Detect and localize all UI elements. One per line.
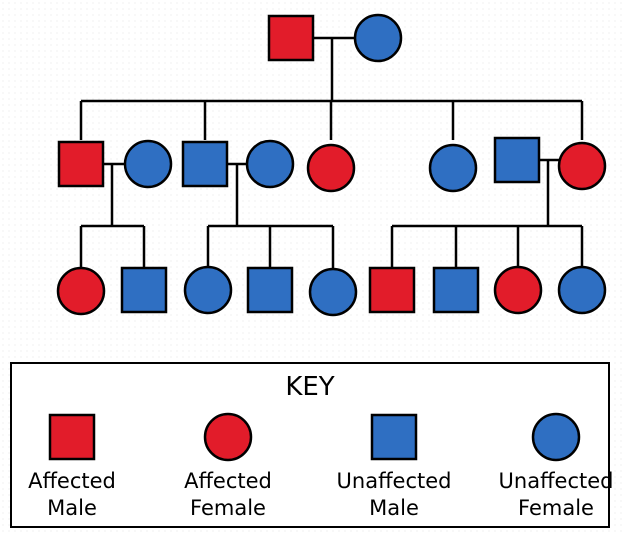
generation3-unaffected-male-6 — [432, 266, 480, 314]
generation1-affected-male-0 — [267, 14, 315, 62]
key-item-affected-male: Affected Male — [2, 412, 142, 522]
generation3-unaffected-male-1 — [120, 266, 168, 314]
key-label-unaffected-female: Unaffected Female — [498, 469, 614, 520]
pedigree-symbols — [56, 13, 607, 317]
generation2-unaffected-female-1 — [123, 139, 173, 189]
pedigree-lines — [79, 36, 584, 268]
generation3-unaffected-male-3 — [246, 266, 294, 314]
generation1-unaffected-female-1 — [353, 13, 403, 63]
key-item-affected-female: Affected Female — [158, 412, 298, 522]
key-label-affected-female: Affected Female — [184, 469, 272, 520]
generation2-affected-female-7 — [557, 141, 607, 191]
unaffected-female-symbol-icon — [531, 412, 581, 462]
generation2-unaffected-male-6 — [493, 136, 541, 184]
key-item-unaffected-female: Unaffected Female — [486, 412, 623, 522]
generation2-unaffected-male-2 — [181, 140, 229, 188]
generation2-affected-female-4 — [306, 143, 356, 193]
pedigree-chart — [56, 13, 607, 317]
key-label-affected-male: Affected Male — [28, 469, 116, 520]
generation3-affected-female-7 — [493, 265, 543, 315]
generation2-unaffected-female-3 — [245, 139, 295, 189]
generation2-unaffected-female-5 — [428, 143, 478, 193]
generation3-unaffected-female-2 — [183, 265, 233, 315]
generation3-unaffected-female-4 — [308, 267, 358, 317]
affected-male-symbol-icon — [48, 413, 96, 461]
affected-female-symbol-icon — [203, 412, 253, 462]
unaffected-male-symbol-icon — [370, 413, 418, 461]
generation3-unaffected-female-8 — [557, 265, 607, 315]
key-legend: KEY Affected Male Affected Female Unaffe… — [10, 362, 613, 528]
key-label-unaffected-male: Unaffected Male — [336, 469, 452, 520]
key-item-unaffected-male: Unaffected Male — [324, 412, 464, 522]
key-title: KEY — [285, 372, 335, 402]
generation2-affected-male-0 — [57, 140, 105, 188]
generation3-affected-female-0 — [56, 266, 106, 316]
generation3-affected-male-5 — [368, 266, 416, 314]
